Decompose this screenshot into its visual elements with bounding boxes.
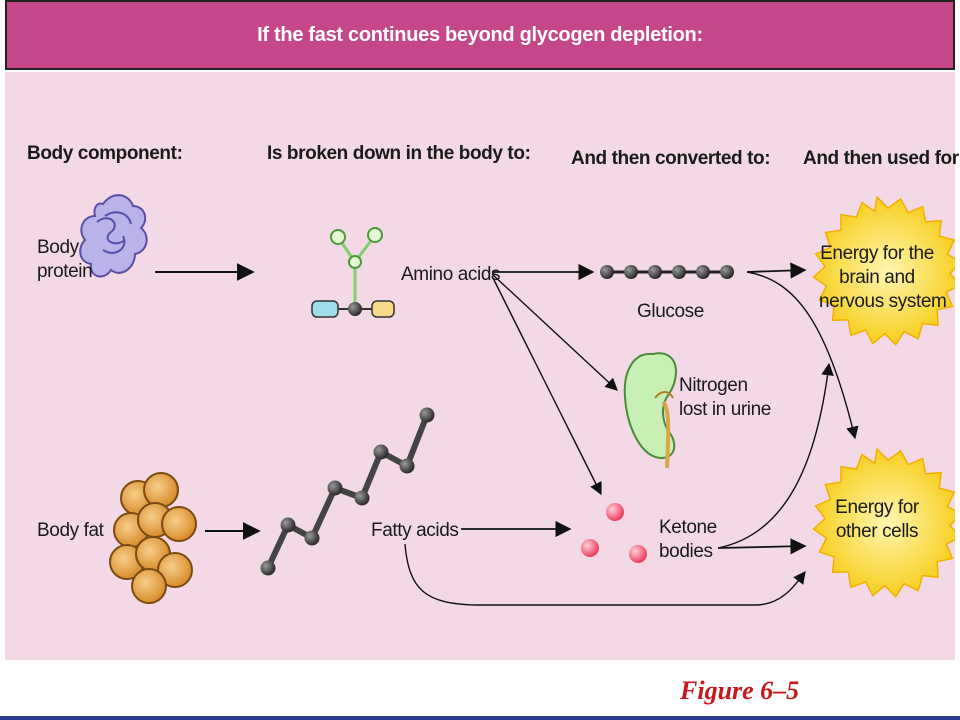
label-body-protein: Body protein	[37, 237, 93, 282]
figure-caption: Figure 6–5	[680, 676, 800, 705]
glucose-chain-icon	[600, 265, 734, 279]
energy-brain-starburst	[812, 195, 955, 346]
arrow-ketone-to-brain	[717, 362, 834, 549]
ketone-bodies-icon	[581, 503, 647, 563]
arrow-ketone-to-cells	[717, 538, 807, 555]
arrow-amino-to-ketone	[491, 275, 602, 496]
header-broken-down: Is broken down in the body to:	[267, 143, 531, 164]
kidney-icon	[623, 352, 677, 469]
banner: If the fast continues beyond glycogen de…	[5, 0, 955, 70]
label-energy-brain: Energy for the brain and nervous system	[819, 243, 947, 312]
energy-cells-starburst	[812, 447, 955, 598]
label-ketone-bodies: Ketone bodies	[659, 517, 717, 562]
arrow-fatty-to-cells	[404, 543, 806, 606]
label-fatty-acids: Fatty acids	[371, 520, 459, 541]
body-protein-icon	[79, 194, 148, 278]
body-fat-cells-icon	[109, 472, 197, 604]
bottom-rule	[0, 716, 960, 720]
amino-acid-molecule-icon	[311, 227, 395, 318]
pathway-diagram	[79, 194, 955, 606]
header-body-component: Body component:	[27, 143, 183, 164]
label-energy-cells: Energy for other cells	[835, 497, 919, 542]
header-used-for: And then used for:	[803, 148, 960, 169]
label-body-fat: Body fat	[37, 520, 104, 541]
header-converted: And then converted to:	[571, 148, 771, 169]
label-amino-acids: Amino acids	[401, 264, 501, 285]
arrow-amino-to-nitrogen	[491, 273, 618, 391]
label-glucose: Glucose	[637, 301, 704, 322]
label-nitrogen: Nitrogen lost in urine	[679, 375, 771, 420]
banner-title: If the fast continues beyond glycogen de…	[257, 24, 703, 46]
arrow-glucose-to-cells	[746, 271, 859, 440]
diagram-panel: Body component: Is broken down in the bo…	[5, 72, 960, 660]
fatty-acid-chain-icon	[260, 407, 435, 576]
arrow-glucose-to-brain	[746, 262, 807, 279]
